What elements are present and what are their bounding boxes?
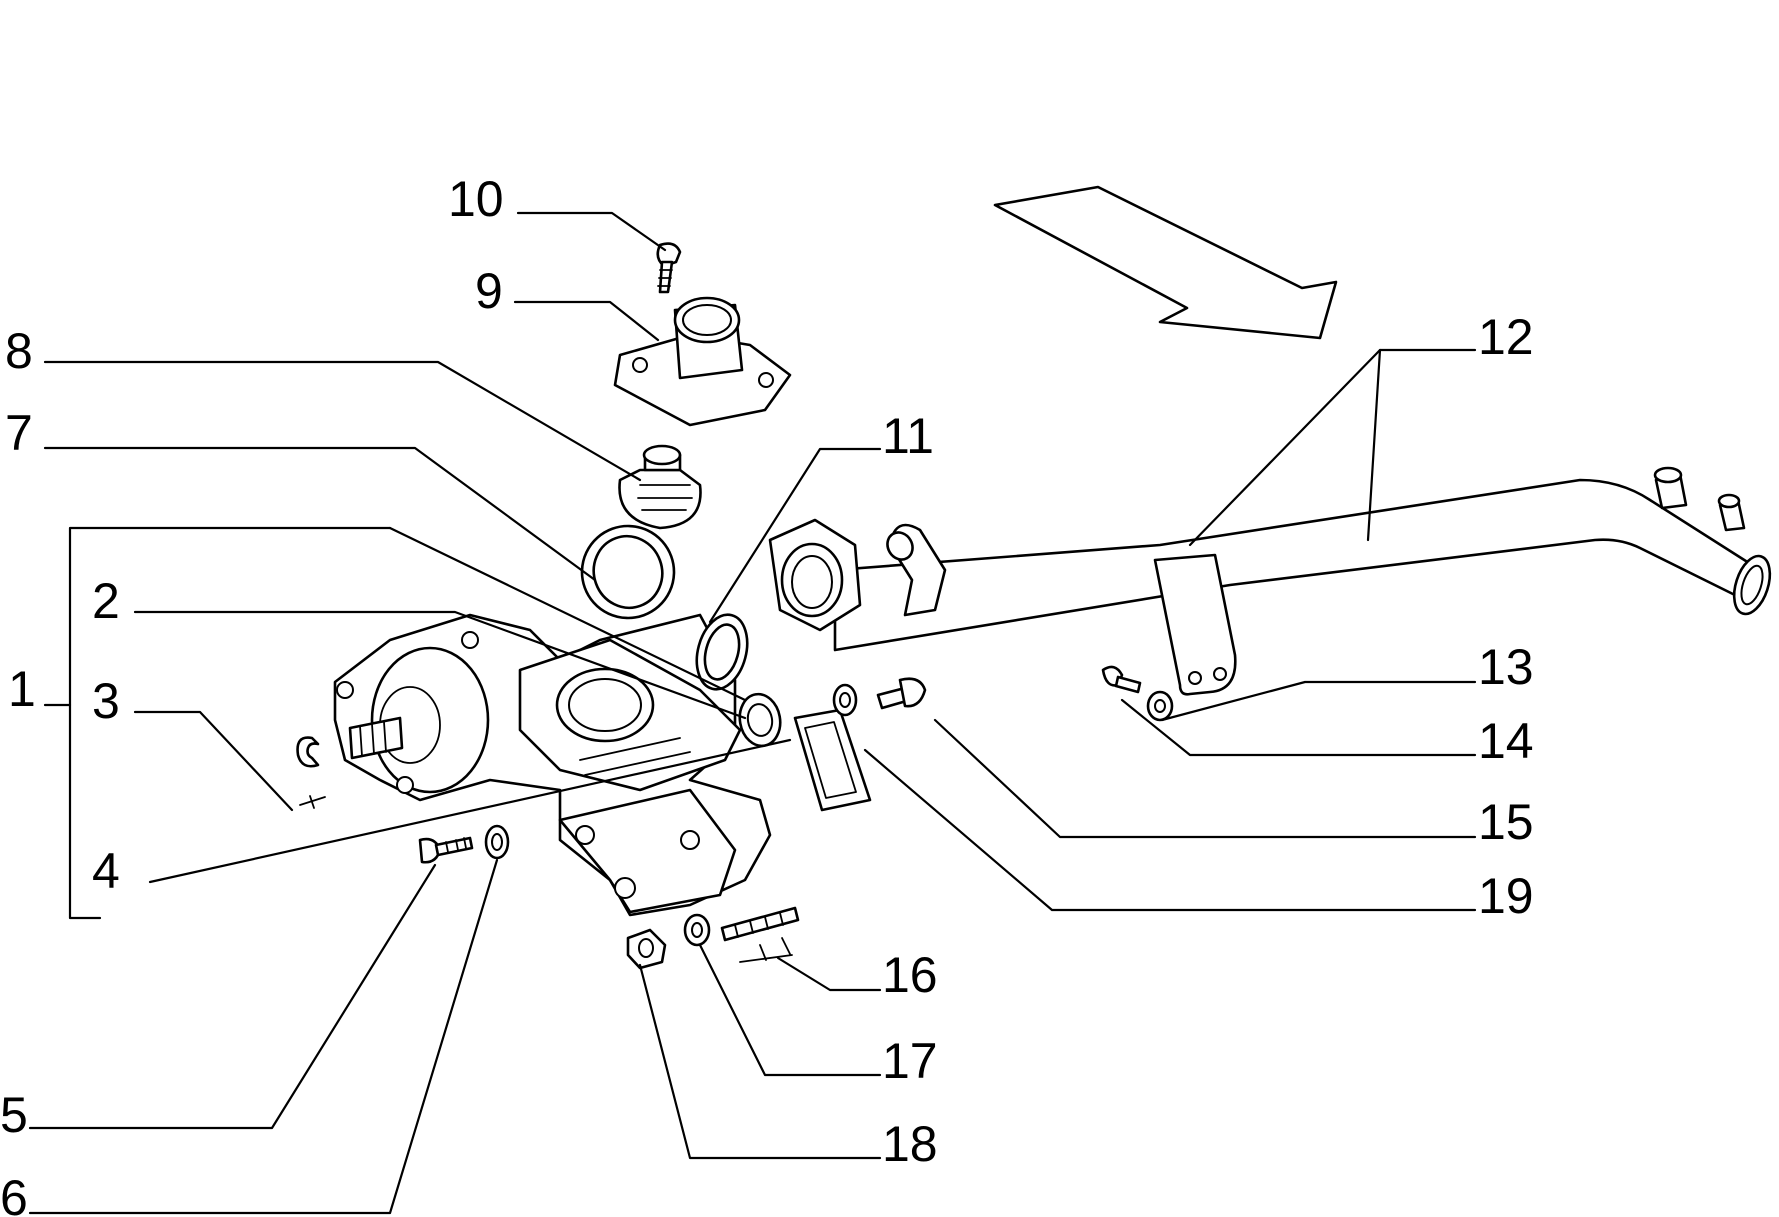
- leader-lines: [28, 211, 1477, 1215]
- callout-8: 8: [5, 323, 33, 379]
- thermostat-cover-9: [613, 296, 792, 427]
- o-ring-11: [695, 613, 749, 691]
- callout-9: 9: [475, 263, 503, 319]
- gasket-19: [793, 708, 872, 812]
- clip-3: [296, 736, 320, 768]
- callout-2: 2: [92, 573, 120, 629]
- washer-6: [484, 824, 510, 860]
- callout-labels: 1 2 3 4 5 6 7 8 9 10 11 12 13 14 15 16 1…: [0, 171, 1534, 1217]
- bolt-10: [656, 242, 682, 294]
- pump-housing: [333, 613, 772, 917]
- callout-16: 16: [882, 947, 938, 1003]
- thermostat-8: [618, 444, 702, 530]
- seal-2: [738, 692, 782, 748]
- direction-arrow: [993, 185, 1338, 340]
- callout-1: 1: [8, 661, 36, 717]
- callout-18: 18: [882, 1116, 938, 1172]
- callout-19: 19: [1478, 868, 1534, 924]
- callout-4: 4: [92, 843, 120, 899]
- coolant-pipe: [768, 466, 1772, 696]
- bolt-5: [418, 836, 474, 864]
- washer-17: [683, 913, 711, 947]
- bolt-13: [1101, 665, 1142, 694]
- callout-13: 13: [1478, 639, 1534, 695]
- washer-14: [1146, 690, 1174, 722]
- callout-5: 5: [0, 1087, 28, 1143]
- gasket-ring-7: [580, 524, 676, 620]
- nut-18: [626, 928, 667, 970]
- callout-10: 10: [448, 171, 504, 227]
- callout-17: 17: [882, 1033, 938, 1089]
- callout-3: 3: [92, 673, 120, 729]
- callout-11: 11: [882, 408, 934, 464]
- stud-16: [720, 906, 800, 942]
- callout-15: 15: [1478, 794, 1534, 850]
- callout-12: 12: [1478, 309, 1534, 365]
- callout-14: 14: [1478, 713, 1534, 769]
- callout-6: 6: [0, 1170, 28, 1217]
- washer-15: [832, 683, 858, 717]
- bolt-15: [876, 677, 927, 710]
- callout-7: 7: [5, 405, 33, 461]
